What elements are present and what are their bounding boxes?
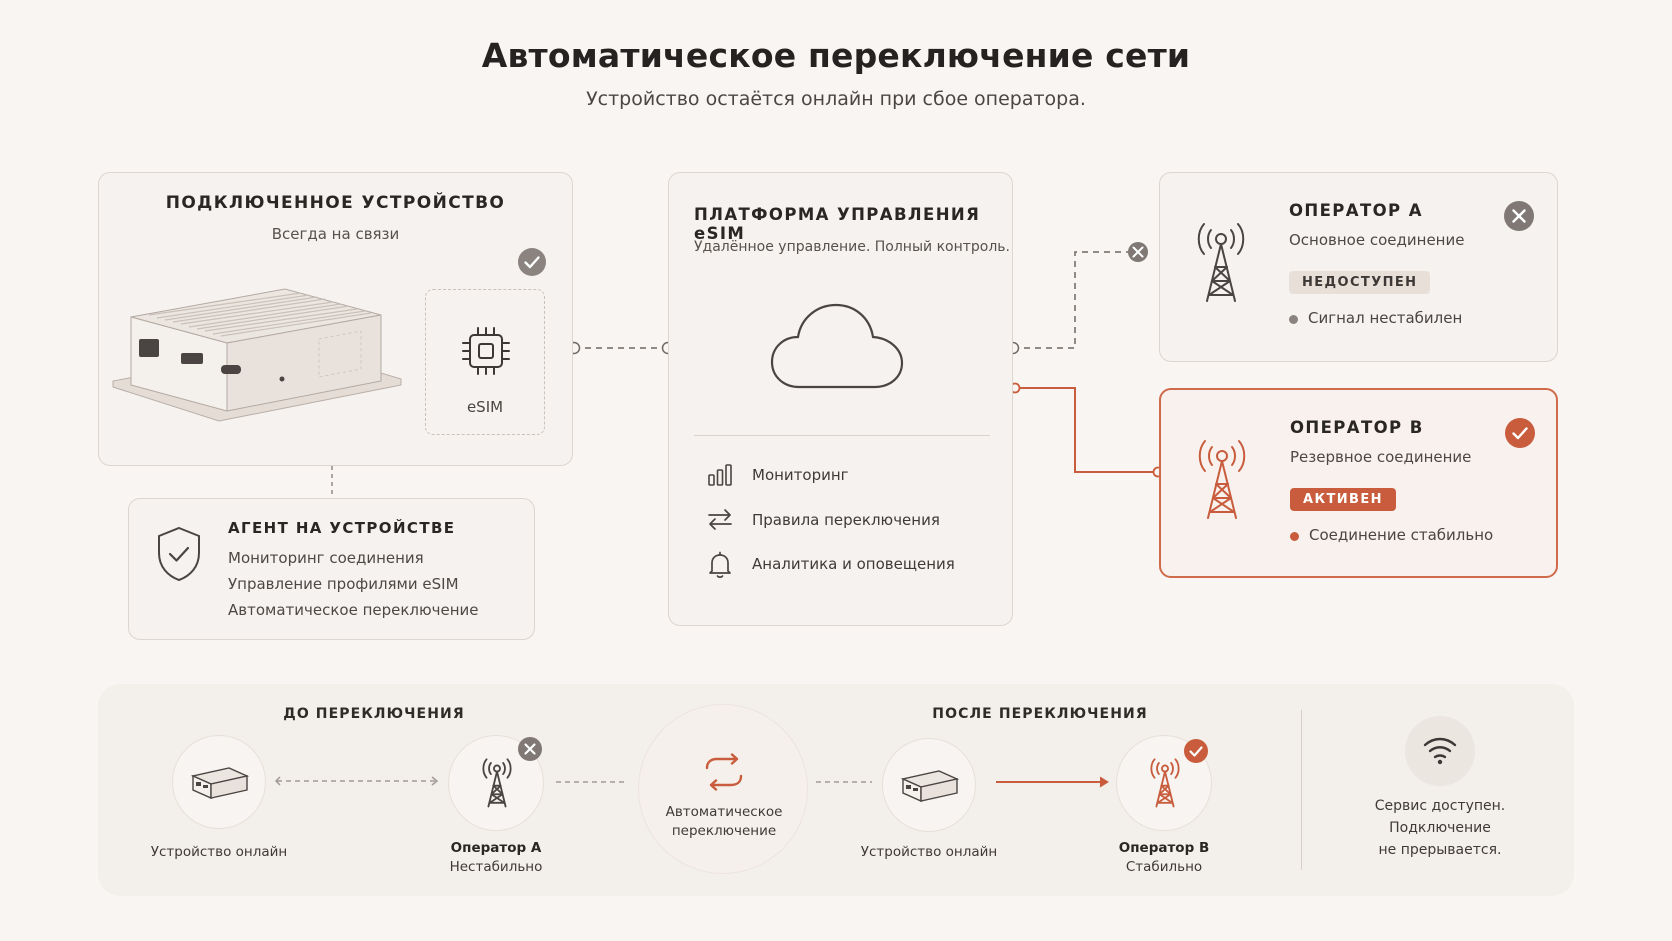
agent-item: Мониторинг соединения xyxy=(228,549,424,567)
device-after-node xyxy=(882,738,976,832)
switch-flow-panel xyxy=(98,684,1574,896)
wifi-icon xyxy=(1423,737,1457,765)
platform-card-subtitle: Удалённое управление. Полный контроль. xyxy=(694,239,1010,255)
gateway-device-icon xyxy=(900,770,960,803)
bell-icon xyxy=(709,551,731,578)
swap-cycle-icon xyxy=(705,753,743,791)
agent-card: АГЕНТ НА УСТРОЙСТВЕ Мониторинг соединени… xyxy=(128,498,535,640)
close-circle-icon xyxy=(518,737,542,761)
platform-card-title: ПЛАТФОРМА УПРАВЛЕНИЯ eSIM xyxy=(694,205,981,243)
cloud-icon xyxy=(770,303,904,389)
device-card: ПОДКЛЮЧЕННОЕ УСТРОЙСТВО Всегда на связи xyxy=(98,172,573,466)
device-card-subtitle: Всегда на связи xyxy=(271,225,400,243)
gateway-device-image xyxy=(112,288,402,422)
agent-card-title: АГЕНТ НА УСТРОЙСТВЕ xyxy=(228,519,456,537)
operator-b-caption: Оператор В Стабильно xyxy=(1084,839,1244,877)
status-badge: АКТИВЕН xyxy=(1290,488,1396,511)
operator-a-status: Сигнал нестабилен xyxy=(1308,309,1463,327)
platform-divider xyxy=(694,435,990,436)
page-subtitle: Устройство остаётся онлайн при сбое опер… xyxy=(586,88,1086,110)
platform-feature-monitoring: Мониторинг xyxy=(752,466,849,484)
operator-b-title: ОПЕРАТОР В xyxy=(1290,418,1424,437)
shield-check-icon xyxy=(158,526,200,582)
operator-b-subtitle: Резервное соединение xyxy=(1290,448,1472,466)
auto-switch-node: Автоматическое переключение xyxy=(638,704,808,874)
chip-icon xyxy=(462,327,510,375)
operator-b-caption-state: Стабильно xyxy=(1125,859,1203,875)
agent-item: Управление профилями eSIM xyxy=(228,575,459,593)
page-title: Автоматическое переключение сети xyxy=(481,36,1191,75)
operator-a-caption: Оператор А Нестабильно xyxy=(416,839,576,877)
check-circle-icon xyxy=(1184,739,1208,763)
cell-tower-icon xyxy=(1198,440,1246,519)
operator-a-card: ОПЕРАТОР А Основное соединение НЕДОСТУПЕ… xyxy=(1159,172,1558,362)
service-line2: Подключение xyxy=(1389,820,1491,836)
operator-b-status: Соединение стабильно xyxy=(1309,526,1494,544)
close-circle-icon xyxy=(1504,201,1534,231)
agent-item: Автоматическое переключение xyxy=(228,601,479,619)
platform-feature-alerts: Аналитика и оповещения xyxy=(752,555,955,573)
device-after-caption: Устройство онлайн xyxy=(860,844,998,860)
check-circle-icon xyxy=(1505,418,1535,448)
flow-separator xyxy=(1301,710,1302,870)
cell-tower-icon xyxy=(482,758,512,808)
status-badge: НЕДОСТУПЕН xyxy=(1289,271,1431,294)
operator-a-caption-name: Оператор А xyxy=(450,840,542,856)
device-before-node xyxy=(172,735,266,829)
check-circle-icon xyxy=(518,248,546,276)
auto-switch-line1: Автоматическое xyxy=(665,804,783,820)
swap-arrows-icon xyxy=(708,509,732,530)
status-dot xyxy=(1290,532,1299,541)
service-line3: не прерывается. xyxy=(1378,842,1502,858)
device-card-title: ПОДКЛЮЧЕННОЕ УСТРОЙСТВО xyxy=(165,193,506,213)
bar-chart-icon xyxy=(708,464,732,486)
service-caption: Сервис доступен. Подключение не прерывае… xyxy=(1340,795,1540,861)
operator-a-subtitle: Основное соединение xyxy=(1289,231,1465,249)
after-switch-label: ПОСЛЕ ПЕРЕКЛЮЧЕНИЯ xyxy=(932,706,1148,722)
platform-card: ПЛАТФОРМА УПРАВЛЕНИЯ eSIM Удалённое упра… xyxy=(668,172,1013,626)
auto-switch-caption: Автоматическое переключение xyxy=(639,803,809,841)
cell-tower-icon xyxy=(1197,223,1245,302)
before-switch-label: ДО ПЕРЕКЛЮЧЕНИЯ xyxy=(283,706,465,722)
device-before-caption: Устройство онлайн xyxy=(150,844,288,860)
service-node xyxy=(1405,716,1475,786)
esim-slot: eSIM xyxy=(425,289,545,435)
gateway-device-icon xyxy=(190,767,250,800)
esim-label: eSIM xyxy=(466,398,504,416)
operator-a-title: ОПЕРАТОР А xyxy=(1289,201,1423,220)
operator-b-caption-name: Оператор В xyxy=(1118,840,1210,856)
status-dot xyxy=(1289,315,1298,324)
platform-feature-rules: Правила переключения xyxy=(752,511,940,529)
cell-tower-icon xyxy=(1150,758,1180,808)
service-line1: Сервис доступен. xyxy=(1374,798,1506,814)
auto-switch-line2: переключение xyxy=(671,823,777,839)
operator-a-caption-state: Нестабильно xyxy=(449,859,543,875)
operator-b-card: ОПЕРАТОР В Резервное соединение АКТИВЕН … xyxy=(1159,388,1558,578)
